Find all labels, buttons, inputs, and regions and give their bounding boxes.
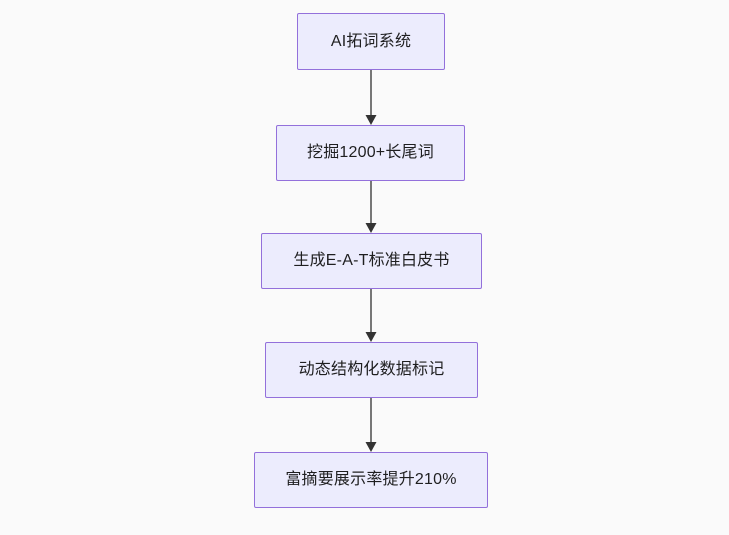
flowchart-node-generate-eat-whitepaper[interactable]: 生成E-A-T标准白皮书	[261, 233, 482, 289]
node-label: 富摘要展示率提升210%	[285, 471, 457, 489]
arrowhead-icon	[365, 223, 377, 233]
node-label: 生成E-A-T标准白皮书	[293, 252, 450, 270]
edge-n2-n3	[365, 181, 377, 233]
flowchart-node-rich-snippet-rate-increase[interactable]: 富摘要展示率提升210%	[254, 452, 488, 508]
node-label: 挖掘1200+长尾词	[307, 144, 434, 162]
edge-n1-n2	[365, 70, 377, 125]
arrowhead-icon	[365, 332, 377, 342]
flowchart-node-mine-longtail-keywords[interactable]: 挖掘1200+长尾词	[276, 125, 465, 181]
edge-n4-n5	[365, 398, 377, 452]
node-label: AI拓词系统	[330, 32, 412, 50]
arrowhead-icon	[365, 442, 377, 452]
flowchart-node-dynamic-structured-data-markup[interactable]: 动态结构化数据标记	[265, 342, 478, 398]
edge-n3-n4	[365, 289, 377, 342]
arrowhead-icon	[365, 115, 377, 125]
flowchart-node-ai-keyword-system[interactable]: AI拓词系统	[297, 13, 445, 70]
node-label: 动态结构化数据标记	[298, 361, 445, 379]
